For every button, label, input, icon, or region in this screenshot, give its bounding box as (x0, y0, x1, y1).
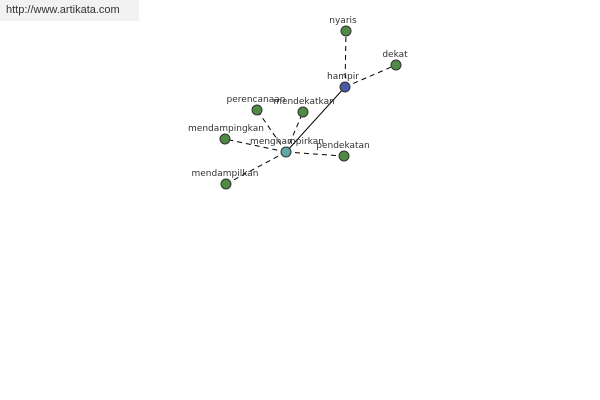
edge-hampir-menghampirkan (285, 86, 346, 153)
node-label-mendampilkan: mendampilkan (192, 169, 259, 179)
edge-hampir-nyaris (344, 30, 347, 88)
node-mendampingkan[interactable] (219, 133, 231, 145)
edge-menghampirkan-pendekatan (285, 151, 345, 157)
node-label-mendampingkan: mendampingkan (188, 124, 264, 134)
node-hampir[interactable] (339, 81, 351, 93)
node-mendampilkan[interactable] (220, 178, 232, 190)
node-menghampirkan[interactable] (280, 146, 292, 158)
edge-hampir-dekat (344, 64, 397, 88)
node-perencanaan[interactable] (251, 104, 263, 116)
node-label-mendekatkan: mendekatkan (273, 97, 335, 107)
node-label-pendekatan: pendekatan (316, 141, 370, 151)
node-mendekatkan[interactable] (297, 106, 309, 118)
node-dekat[interactable] (390, 59, 402, 71)
node-label-perencanaan: perencanaan (227, 95, 286, 105)
edge-menghampirkan-mendampingkan (224, 138, 287, 153)
edge-menghampirkan-mendekatkan (285, 111, 304, 153)
node-label-nyaris: nyaris (329, 16, 357, 26)
watermark-url[interactable]: http://www.artikata.com (0, 0, 139, 21)
node-nyaris[interactable] (340, 25, 352, 37)
node-label-menghampirkan: menghampirkan (250, 137, 324, 147)
node-pendekatan[interactable] (338, 150, 350, 162)
node-label-hampir: hampir (327, 72, 359, 82)
edge-menghampirkan-mendampilkan (225, 151, 287, 185)
node-label-dekat: dekat (382, 50, 408, 60)
